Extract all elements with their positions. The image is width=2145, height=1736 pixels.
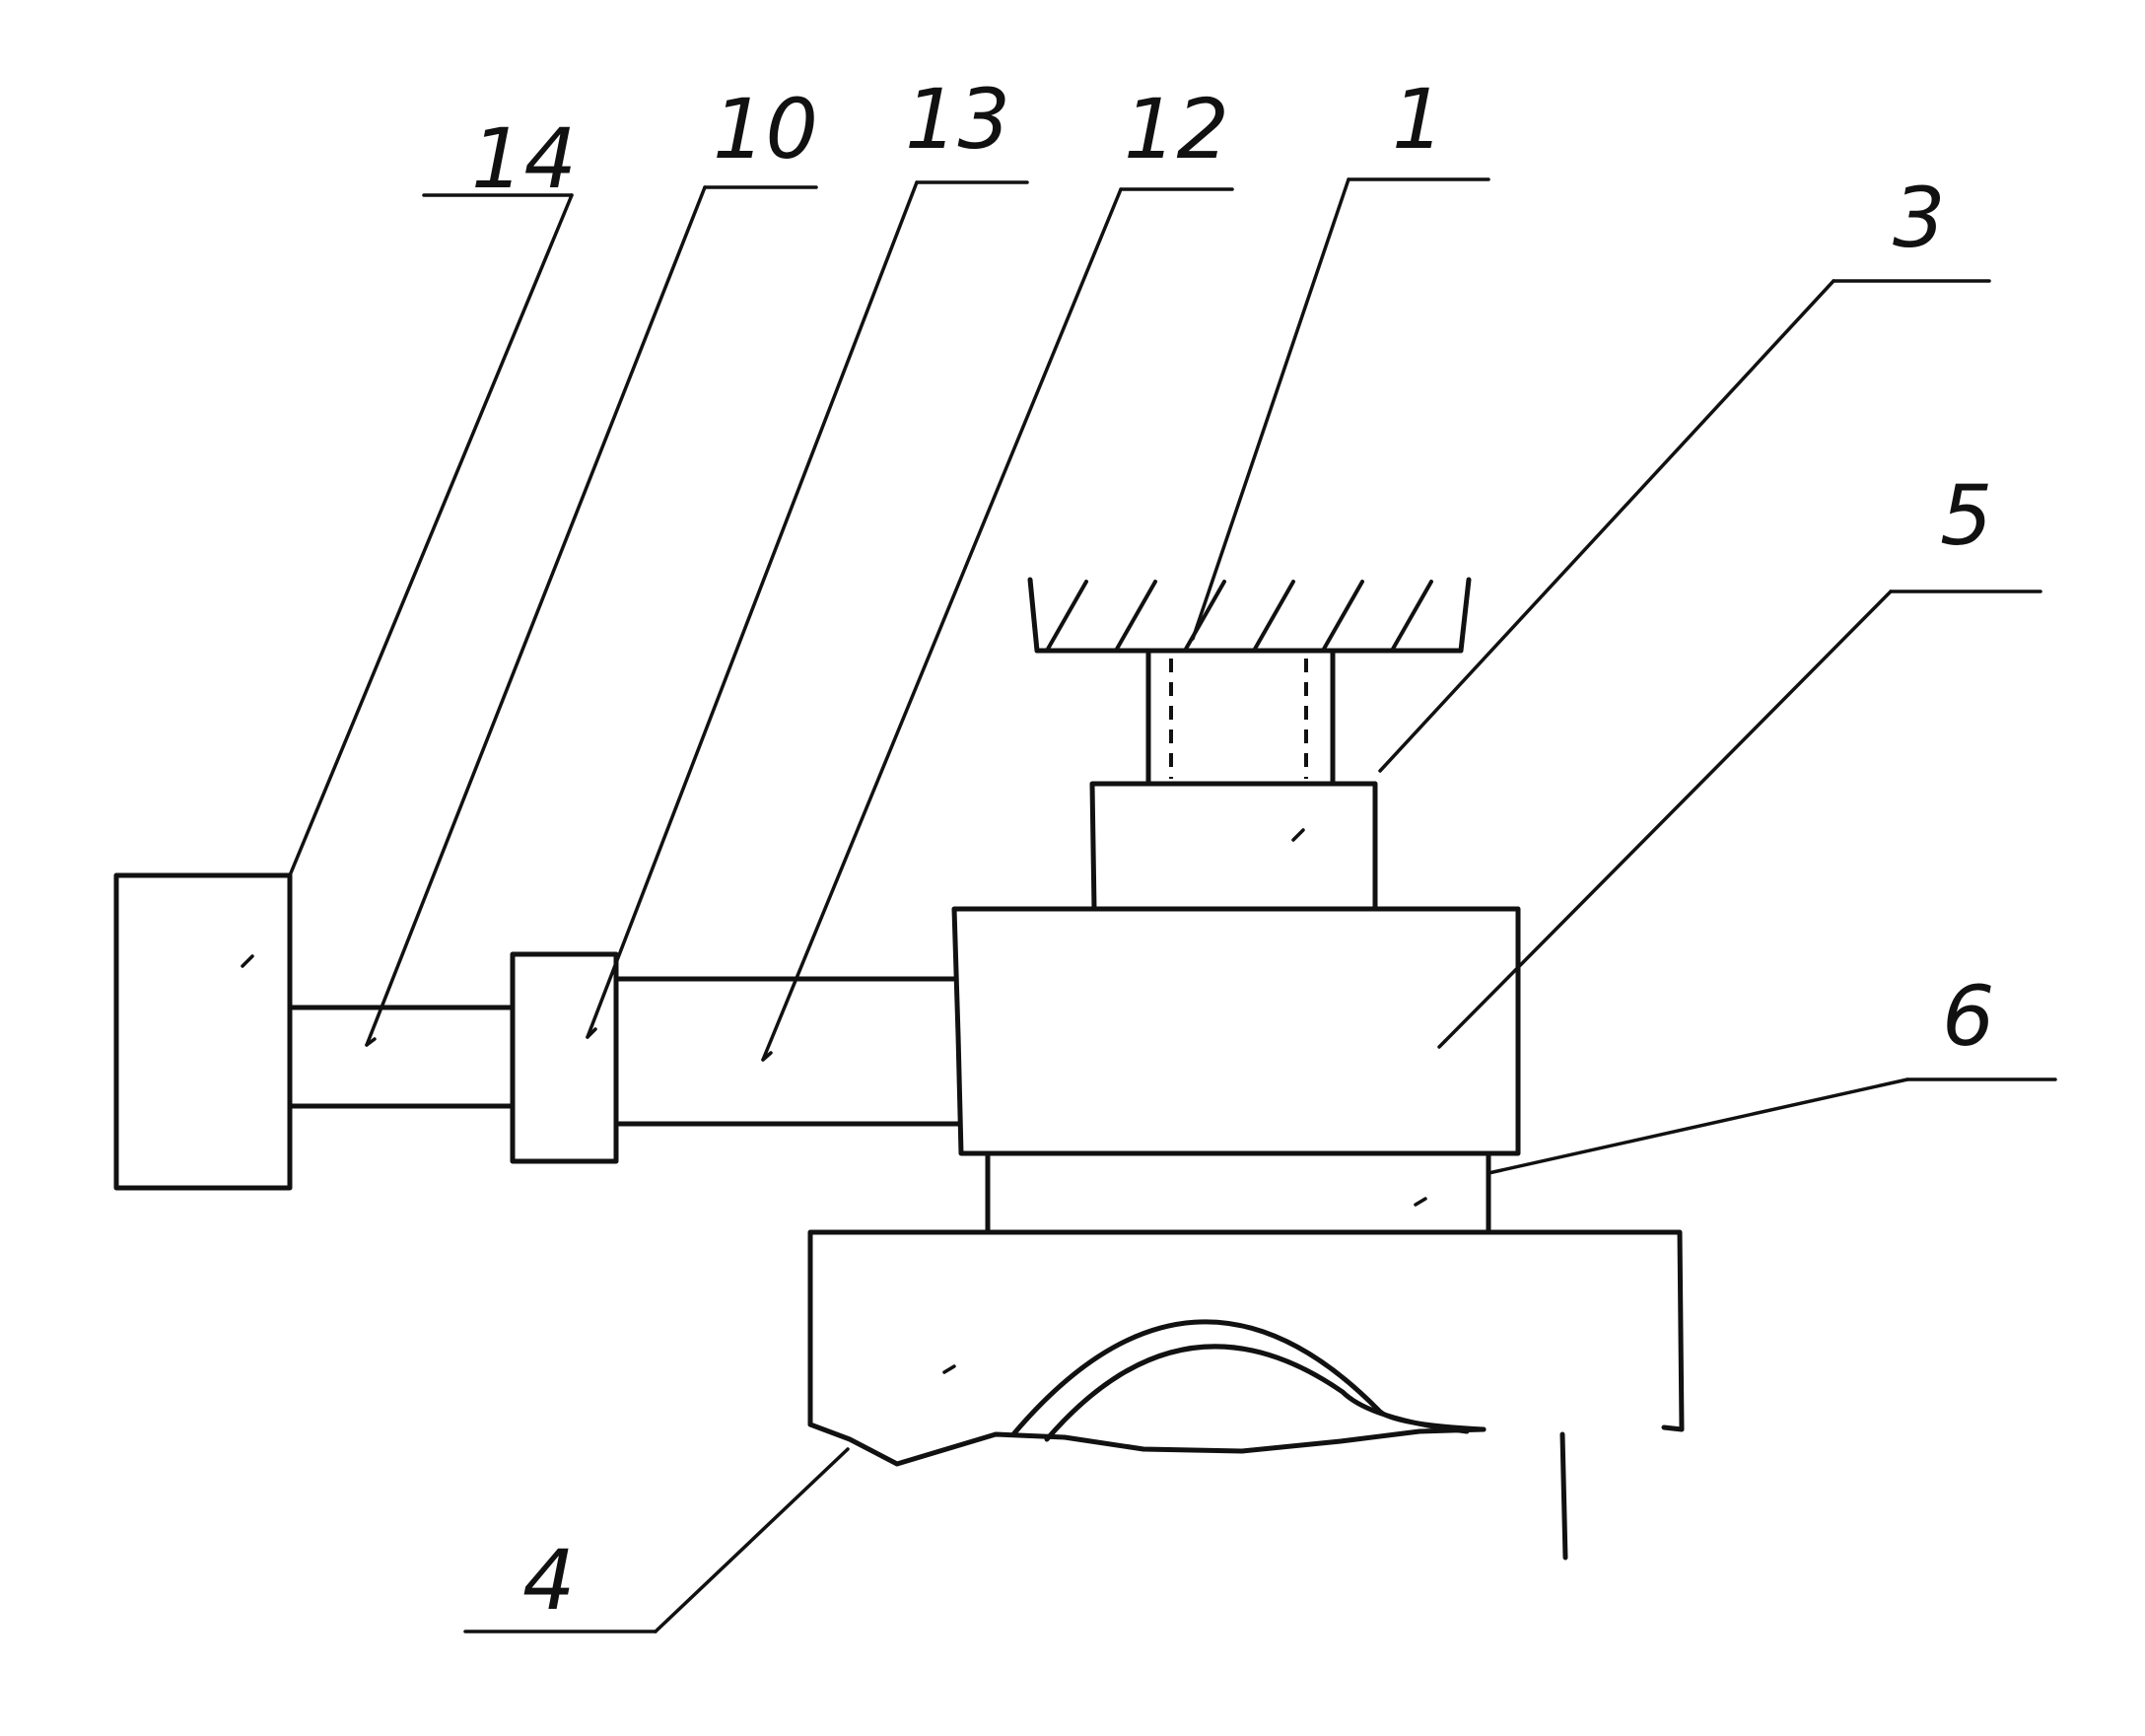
ceiling-outline bbox=[1027, 577, 1472, 654]
callout-14: 14 bbox=[471, 110, 577, 207]
base-arch-inner bbox=[1044, 1344, 1470, 1442]
callout-10: 10 bbox=[713, 81, 818, 177]
ceiling-mount bbox=[1027, 577, 1472, 654]
coupling-13 bbox=[510, 951, 619, 1164]
body-5 bbox=[951, 906, 1521, 1156]
block-3 bbox=[1089, 781, 1378, 912]
callout-5: 5 bbox=[1940, 467, 1992, 564]
callout-6: 6 bbox=[1942, 968, 1994, 1065]
callout-labels: 14 10 13 12 1 3 5 6 4 bbox=[471, 71, 1994, 1629]
shaft bbox=[1145, 648, 1336, 787]
ceiling-hatching bbox=[1045, 580, 1433, 653]
callout-13: 13 bbox=[905, 71, 1010, 168]
base-outline bbox=[807, 1229, 1685, 1467]
callout-4: 4 bbox=[522, 1532, 575, 1629]
motor-14 bbox=[113, 872, 293, 1191]
callout-1: 1 bbox=[1392, 71, 1444, 168]
leader-lines bbox=[288, 177, 2057, 1633]
callout-12: 12 bbox=[1124, 81, 1229, 177]
base-4 bbox=[807, 1229, 1685, 1561]
spacer-6 bbox=[985, 1150, 1491, 1235]
shaft-10 bbox=[287, 1005, 516, 1109]
base-arch-outer bbox=[1010, 1319, 1487, 1437]
callout-3: 3 bbox=[1893, 170, 1945, 266]
base-edge-mark bbox=[1559, 1431, 1568, 1561]
